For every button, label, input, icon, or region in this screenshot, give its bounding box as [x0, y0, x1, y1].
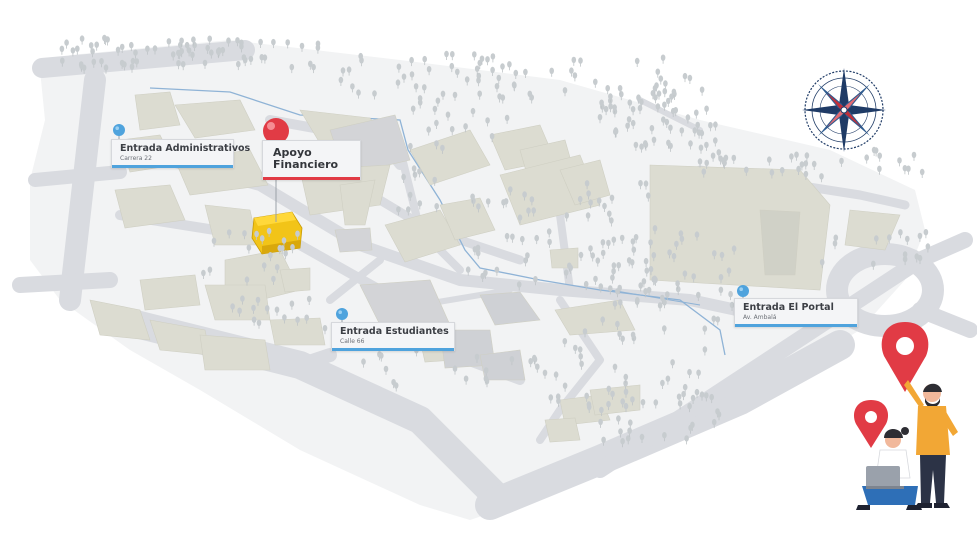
label-subtitle: Carrera 22 [120, 155, 152, 162]
label-accent-bar [112, 165, 233, 168]
label-entrada-estudiantes[interactable]: Entrada Estudiantes Calle 66 [331, 322, 455, 351]
label-accent-bar [735, 324, 857, 327]
tree [571, 56, 577, 67]
tree [693, 109, 700, 120]
tree [506, 60, 513, 71]
tree [682, 72, 688, 83]
tree [658, 74, 664, 86]
tree [703, 105, 710, 116]
tree [683, 434, 690, 445]
tree [93, 41, 100, 52]
tree [484, 55, 491, 66]
tree [101, 34, 108, 45]
tree [923, 228, 929, 239]
tree [911, 151, 917, 162]
tree [548, 67, 555, 78]
tree [652, 93, 659, 104]
tree [896, 156, 903, 167]
label-title: Entrada Estudiantes [340, 326, 449, 337]
tree [660, 54, 666, 65]
label-title-line-1: Apoyo [273, 146, 312, 159]
tree [499, 62, 506, 73]
tree [699, 86, 705, 97]
tree [905, 165, 912, 176]
tree [687, 74, 693, 85]
tree [662, 87, 668, 98]
label-accent-bar [332, 348, 454, 351]
tree [876, 152, 883, 163]
tree [443, 50, 450, 61]
label-apoyo-financiero[interactable]: Apoyo Financiero [262, 140, 361, 180]
tree [665, 97, 672, 108]
label-title: Entrada El Portal [743, 302, 834, 313]
pin-apoyo-financiero[interactable] [263, 118, 289, 222]
label-entrada-el-portal[interactable]: Entrada El Portal Av. Ambalá [734, 298, 858, 327]
tree [79, 34, 85, 46]
tree [59, 45, 65, 56]
label-subtitle: Calle 66 [340, 338, 365, 345]
tree [63, 38, 70, 50]
label-title-line-2: Financiero [273, 158, 339, 171]
tree [863, 153, 870, 165]
tree [449, 50, 456, 61]
tree [471, 50, 478, 61]
tree [572, 71, 578, 82]
tree [74, 45, 81, 56]
tree [577, 56, 584, 68]
tree [604, 84, 611, 95]
label-entrada-administrativos[interactable]: Entrada Administrativos Carrera 22 [111, 139, 251, 168]
label-title: Entrada Administrativos [120, 143, 251, 154]
people-with-location-pins-icon [853, 322, 958, 510]
tree [592, 78, 599, 89]
compass-rose-icon [802, 68, 886, 152]
tree [919, 168, 925, 179]
tree [490, 52, 496, 63]
road-network [12, 40, 977, 520]
tree [634, 57, 640, 68]
stream [149, 87, 726, 356]
label-accent-bar [263, 177, 360, 180]
label-subtitle: Av. Ambalá [743, 314, 777, 321]
